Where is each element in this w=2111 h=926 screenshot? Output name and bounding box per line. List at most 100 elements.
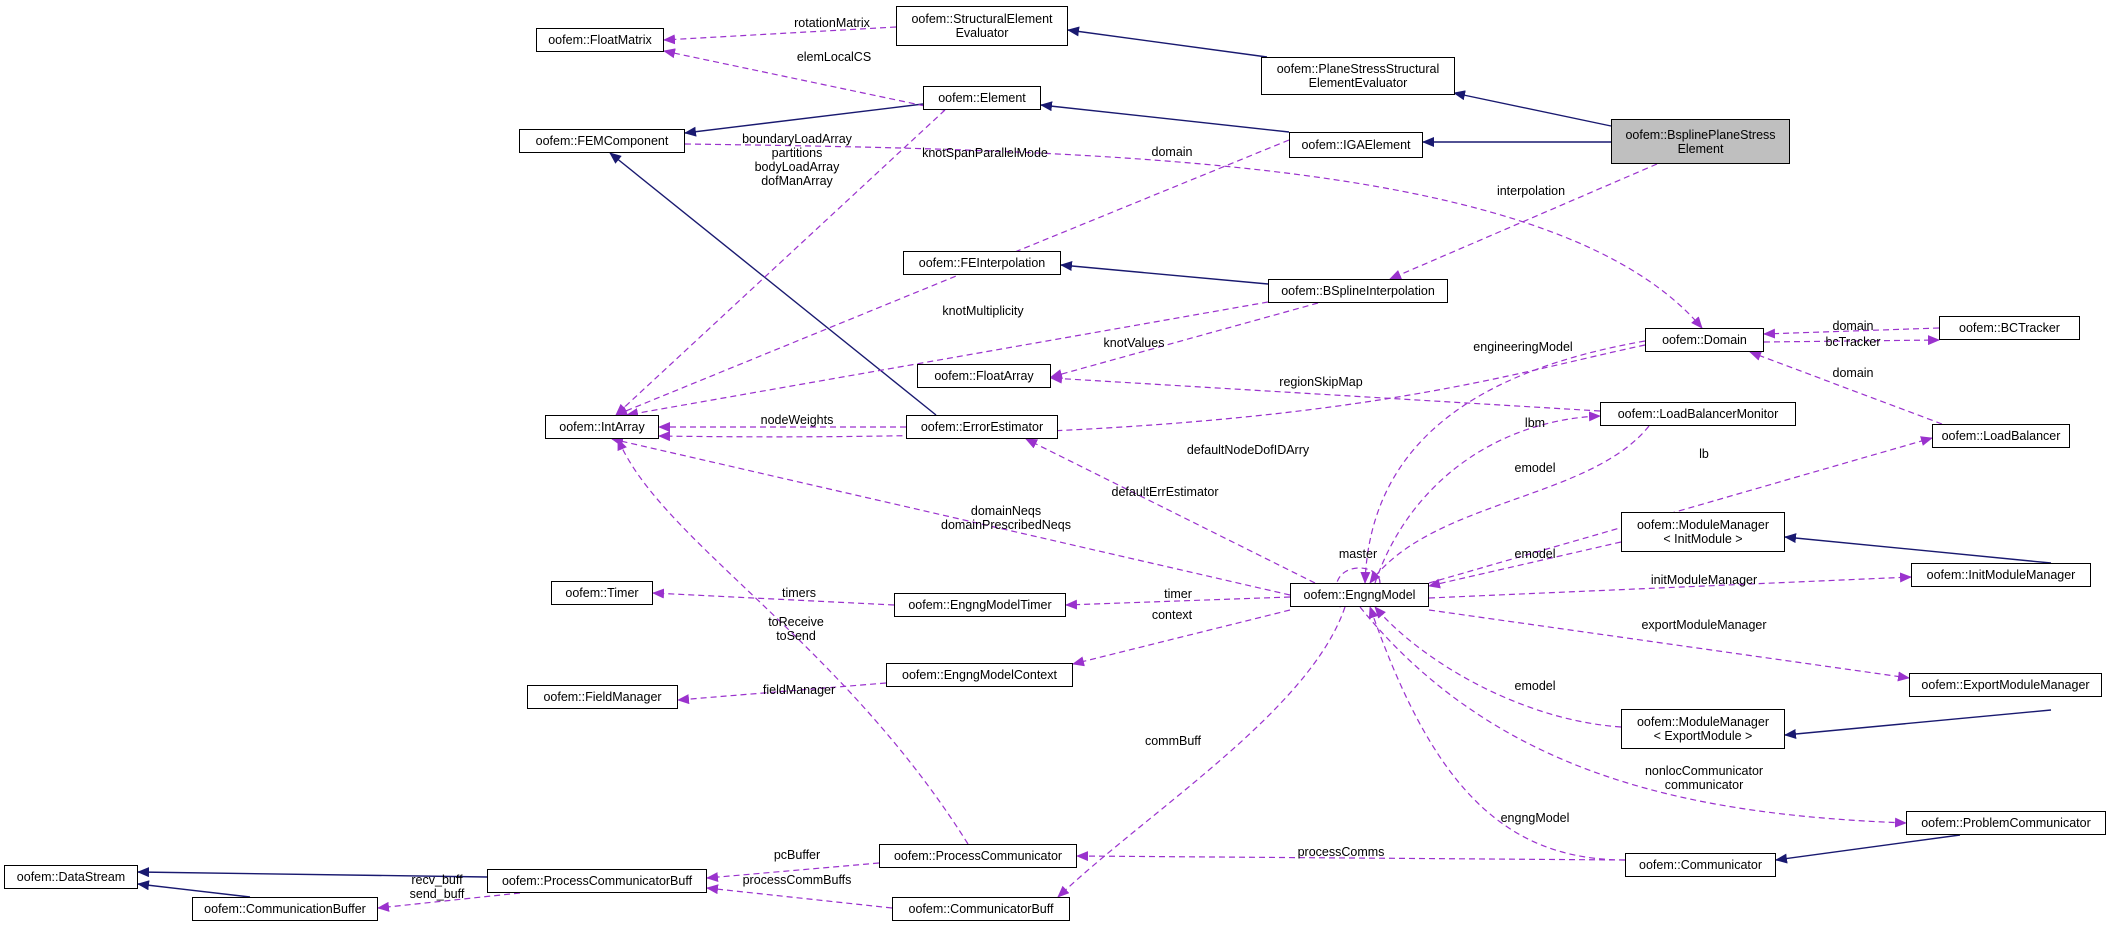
edge-label: knotSpanParallelMode: [922, 146, 1048, 160]
edge-label-text: nonlocCommunicator: [1644, 764, 1764, 778]
class-node-communicator[interactable]: oofem::Communicator: [1625, 853, 1776, 877]
edge-label: fieldManager: [763, 683, 835, 697]
usage-edge-engng_model-to-load_balancer: [1428, 436, 1933, 584]
class-node-int-array[interactable]: oofem::IntArray: [545, 415, 659, 439]
class-node-lb-monitor[interactable]: oofem::LoadBalancerMonitor: [1600, 402, 1796, 426]
edge-label: master: [1339, 547, 1377, 561]
usage-edge-bspline_pse-to-bspline_interp: [1389, 163, 1658, 280]
class-node-engng-model[interactable]: oofem::EngngModel: [1290, 583, 1429, 607]
edge-label: engngModel: [1501, 811, 1570, 825]
edge-label: pcBuffer: [774, 848, 820, 862]
class-node-timer[interactable]: oofem::Timer: [551, 581, 653, 605]
usage-edge-element-to-int_array: [615, 109, 946, 416]
edge-label-text: knotMultiplicity: [942, 304, 1024, 318]
class-node-iga-element[interactable]: oofem::IGAElement: [1289, 132, 1423, 158]
class-node-data-stream[interactable]: oofem::DataStream: [4, 865, 138, 889]
class-node-text: oofem::ProcessCommunicatorBuff: [501, 874, 693, 888]
class-node-text: oofem::Timer: [565, 586, 639, 600]
edge-label-text: domainPrescribedNeqs: [941, 518, 1071, 532]
class-node-process-comm[interactable]: oofem::ProcessCommunicator: [879, 844, 1077, 868]
class-node-float-matrix[interactable]: oofem::FloatMatrix: [536, 28, 664, 52]
class-node-field-manager[interactable]: oofem::FieldManager: [527, 685, 678, 709]
class-node-text: oofem::IntArray: [559, 420, 645, 434]
class-node-text: oofem::EngngModelContext: [902, 668, 1057, 682]
class-node-text: Element: [1677, 141, 1724, 156]
class-node-engng-context[interactable]: oofem::EngngModelContext: [886, 663, 1073, 687]
edge-label-text: toSend: [776, 629, 816, 643]
edge-label: interpolation: [1497, 184, 1565, 198]
class-node-text: oofem::FloatArray: [934, 369, 1034, 383]
class-node-pcb[interactable]: oofem::ProcessCommunicatorBuff: [487, 869, 707, 893]
edge-label: initModuleManager: [1651, 573, 1757, 587]
class-node-text: oofem::Element: [938, 91, 1026, 105]
edge-label-text: defaultNodeDofIDArry: [1186, 443, 1310, 457]
class-node-error-estimator[interactable]: oofem::ErrorEstimator: [906, 415, 1058, 439]
class-node-fem-component[interactable]: oofem::FEMComponent: [519, 129, 685, 153]
class-node-text: oofem::ModuleManager: [1636, 518, 1770, 532]
class-node-element[interactable]: oofem::Element: [923, 86, 1041, 110]
edge-label-text: emodel: [1514, 679, 1556, 693]
class-node-load-balancer[interactable]: oofem::LoadBalancer: [1932, 424, 2070, 448]
edge-label-text: master: [1338, 547, 1378, 561]
edge-label-text: partitions: [771, 146, 823, 160]
usage-edge-engng_model-to-engng_model: [1331, 567, 1381, 608]
class-node-communicator-buff[interactable]: oofem::CommunicatorBuff: [892, 897, 1070, 921]
edge-label-text: nodeWeights: [760, 413, 834, 427]
edge-label-text: communicator: [1664, 778, 1744, 792]
edge-label-text: exportModuleManager: [1641, 618, 1767, 632]
class-node-text: oofem::Communicator: [1639, 858, 1762, 872]
edge-label: emodel: [1515, 461, 1556, 475]
class-node-domain[interactable]: oofem::Domain: [1645, 328, 1764, 352]
usage-edge-load_balancer-to-domain: [1749, 351, 1943, 425]
inheritance-edge-bspline_pse-to-iga_element: [1453, 90, 1612, 127]
class-node-mm-init[interactable]: oofem::ModuleManager< InitModule >: [1621, 512, 1785, 552]
edge-label-text: commBuff: [1144, 734, 1202, 748]
class-node-mm-export[interactable]: oofem::ModuleManager< ExportModule >: [1621, 709, 1785, 749]
inheritance-edge-error_estimator-to-fem_component: [609, 152, 937, 416]
class-node-text: oofem::LoadBalancer: [1941, 429, 2061, 443]
edge-label-text: lb: [1699, 447, 1709, 461]
class-node-text: oofem::FloatMatrix: [548, 33, 652, 47]
edge-label: knotValues: [1104, 336, 1165, 350]
class-node-engng-timer[interactable]: oofem::EngngModelTimer: [894, 593, 1066, 617]
class-node-init-mm[interactable]: oofem::InitModuleManager: [1911, 563, 2091, 587]
class-node-bc-tracker[interactable]: oofem::BCTracker: [1939, 316, 2080, 340]
usage-edge-communicator-to-process_comm: [1076, 851, 1626, 862]
usage-edge-mm_export-to-engng_model: [1374, 606, 1622, 728]
class-node-problem-comm[interactable]: oofem::ProblemCommunicator: [1906, 811, 2106, 835]
class-node-text: oofem::ProcessCommunicator: [893, 849, 1063, 863]
edge-label-text: bcTracker: [1825, 335, 1881, 349]
class-node-text: < InitModule >: [1663, 532, 1743, 546]
edge-label: domain: [1833, 319, 1874, 333]
usage-edge-pcb-to-comm_buffer: [377, 892, 521, 912]
edge-label: exportModuleManager: [1641, 618, 1766, 632]
edge-label-text: domain: [1832, 319, 1874, 333]
class-node-comm-buffer[interactable]: oofem::CommunicationBuffer: [192, 897, 378, 921]
class-node-text: oofem::FEInterpolation: [918, 256, 1046, 270]
class-node-text: oofem::DataStream: [16, 870, 126, 884]
class-node-bspline-interp[interactable]: oofem::BSplineInterpolation: [1268, 279, 1448, 303]
edge-label: emodel: [1515, 679, 1556, 693]
edge-label-text: toReceive: [768, 615, 824, 629]
usage-edge-iga_element-to-int_array: [615, 139, 1290, 416]
class-node-text: oofem::FEMComponent: [535, 134, 669, 148]
class-node-text: < ExportModule >: [1653, 729, 1753, 743]
edge-label: timers: [782, 586, 816, 600]
class-node-export-mm[interactable]: oofem::ExportModuleManager: [1909, 673, 2102, 697]
class-node-fe-interpolation[interactable]: oofem::FEInterpolation: [903, 251, 1061, 275]
edge-label-text: emodel: [1514, 547, 1556, 561]
class-node-text: oofem::ProblemCommunicator: [1921, 816, 2091, 830]
edge-label-text: domain: [1832, 366, 1874, 380]
edge-label-text: knotSpanParallelMode: [922, 146, 1048, 160]
edge-label-text: boundaryLoadArray: [742, 132, 852, 146]
edge-label: engineeringModel: [1473, 340, 1572, 354]
class-node-float-array[interactable]: oofem::FloatArray: [917, 364, 1051, 388]
edge-label: processCommBuffs: [743, 873, 852, 887]
usage-edge-lb_monitor-to-engng_model: [1369, 425, 1650, 584]
